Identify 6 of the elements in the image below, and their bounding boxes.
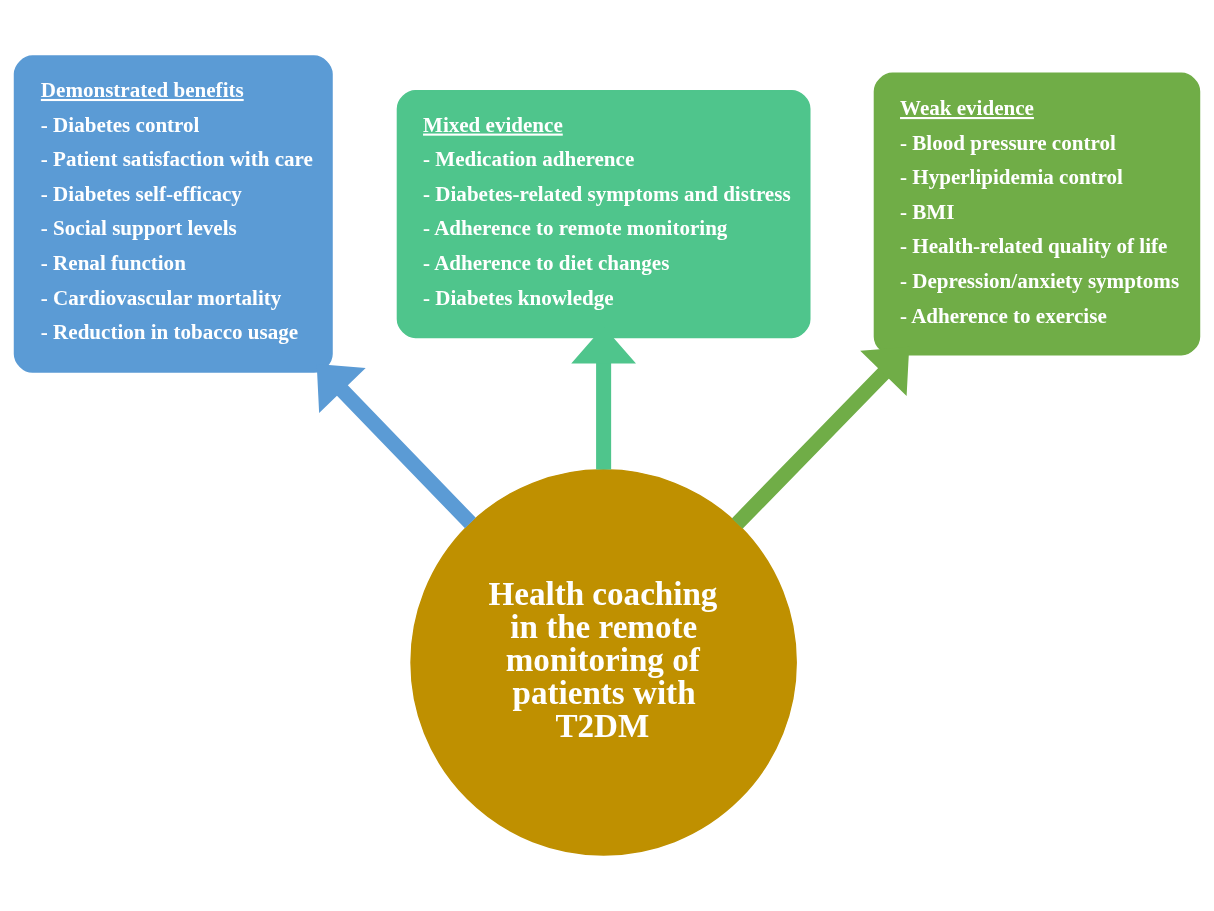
node-box: Demonstrated benefits - Diabetes control - Patient satisfaction with care - Diabetes self-efficacy - Social support levels - Renal function - Cardiovascular mortality - Reduction in tobacco usage	[13, 55, 333, 373]
node-circle: Health coaching in the remote monitoring of patients with T2DM	[410, 469, 797, 856]
arrow	[731, 346, 910, 529]
node-box: Mixed evidence - Medication adherence - Diabetes-related symptoms and distress - Adherence to remote monitoring - Adherence to diet changes - Diabetes knowledge	[396, 89, 811, 339]
node-box: Weak evidence - Blood pressure control - Hyperlipidemia control - BMI - Health-related quality of life - Depression/anxiety symptoms - Adherence to exercise	[873, 72, 1201, 356]
arrow	[316, 363, 476, 529]
